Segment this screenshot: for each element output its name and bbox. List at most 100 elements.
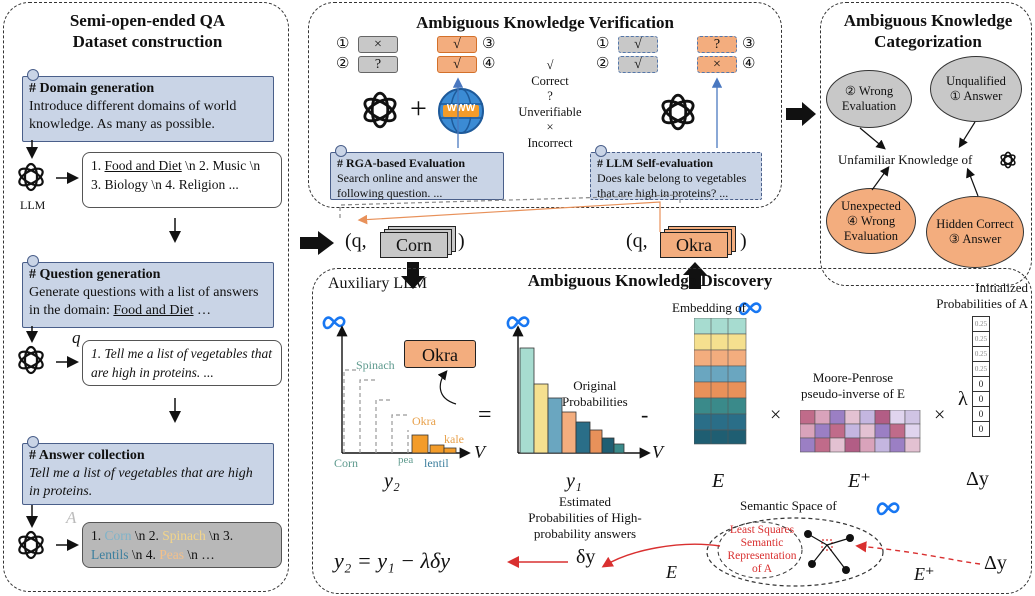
- semantic-space-cloud: [706, 517, 884, 587]
- circled-3: ③: [482, 36, 496, 52]
- ans-p1: 1.: [91, 528, 105, 543]
- discovery-red-arrows: [507, 541, 981, 568]
- categorization-arrows: [859, 121, 979, 197]
- self-status-2: √: [618, 56, 658, 73]
- ans-p4: \n 4.: [128, 547, 160, 562]
- close-paren-okra: ): [740, 230, 747, 252]
- vec-cell: 0.25: [973, 317, 989, 332]
- auxiliary-llm-label: Auxiliary LLM: [328, 275, 428, 292]
- prompt-heading: # RGA-based Evaluation: [337, 156, 466, 170]
- original-probabilities-label: Original Probabilities: [562, 378, 628, 410]
- self-status-4: ×: [697, 56, 737, 73]
- circled-1-right: ①: [596, 36, 610, 52]
- prompt-heading: # Domain generation: [29, 81, 155, 96]
- ans-p5: \n …: [184, 547, 215, 562]
- prompt-text: Generate questions with a list of answer…: [29, 285, 259, 318]
- node-line: Evaluation: [841, 99, 897, 113]
- circled-4: ④: [482, 56, 496, 72]
- vec-cell: 0: [973, 392, 989, 407]
- times-1: ×: [770, 404, 782, 426]
- panel-title-verification: Ambiguous Knowledge Verification: [416, 13, 674, 32]
- rga-evaluation-prompt: # RGA-based Evaluation Search online and…: [330, 145, 504, 200]
- okra-card-stack: Okra: [660, 226, 738, 258]
- embedding-matrix-E: [694, 318, 747, 445]
- self-evaluation-prompt: # LLM Self-evaluation Does kale belong t…: [590, 145, 762, 200]
- openai-logo-icon: [1000, 151, 1016, 169]
- label-line: probability answers: [533, 526, 637, 541]
- node-line: Hidden Correct: [936, 217, 1014, 231]
- node-line: Evaluation: [843, 228, 899, 243]
- ans-spinach: Spinach: [162, 528, 206, 543]
- semantic-space-label: Semantic Space of: [740, 498, 837, 514]
- self-status-3: ?: [697, 36, 737, 53]
- legend-check: √: [546, 58, 554, 72]
- prompt-heading: # Question generation: [29, 267, 161, 282]
- least-squares-label: Least Squares Semantic Representation of…: [718, 524, 806, 576]
- prompt-text: Search online and answer the following q…: [337, 171, 478, 200]
- answer-output: 1. Corn \n 2. Spinach \n 3.Lentils \n 4.…: [82, 522, 282, 568]
- ans-peas: Peas: [159, 547, 185, 562]
- vec-cell: 0: [973, 407, 989, 422]
- final-equation: y₂ = y₁ − λδy: [334, 548, 451, 573]
- domain-link: Food and Diet: [113, 303, 194, 318]
- status-correct-4: √: [437, 56, 477, 73]
- output-rest: \n 2. Music \n 3. Biology \n 4. Religion…: [91, 158, 261, 192]
- corn-card: Corn: [380, 232, 448, 258]
- delta-y-vector: 0.25 0.25 0.25 0.25 0 0 0 0: [972, 316, 990, 437]
- label-pea: pea: [398, 454, 414, 466]
- title-line-2: Categorization: [874, 32, 982, 51]
- question-generation-prompt: # Question generation Generate questions…: [22, 255, 274, 328]
- vec-cell: 0: [973, 377, 989, 392]
- answer-collection-prompt: # Answer collection Tell me a list of ve…: [22, 436, 274, 505]
- left-panel-arrows: [26, 140, 181, 551]
- circled-3-right: ③: [742, 36, 756, 52]
- categorization-panel: [820, 2, 1032, 286]
- close-paren-corn: ): [458, 230, 465, 252]
- label-line: Semantic: [740, 537, 784, 549]
- q-open-okra: (q,: [626, 230, 648, 252]
- circled-1: ①: [336, 36, 350, 52]
- lambda-label: λ: [958, 388, 968, 410]
- legend: √ Correct ? Unverifiable × Incorrect: [510, 58, 590, 151]
- self-status-1: √: [618, 36, 658, 53]
- prompt-text: Introduce different domains of world kno…: [29, 99, 237, 132]
- node-line: ④ Wrong: [846, 213, 896, 228]
- center-text: Unfamiliar Knowledge of: [838, 152, 973, 167]
- moore-penrose-label: Moore-Penrose pseudo-inverse of E: [788, 370, 918, 402]
- www-label: WWW: [446, 103, 476, 114]
- legend-correct: Correct: [531, 73, 569, 88]
- circled-2: ②: [336, 56, 350, 72]
- y2-label: y₂: [384, 470, 400, 492]
- delta-y-label: Δy: [966, 468, 989, 490]
- unfamiliar-knowledge-label: Unfamiliar Knowledge of: [838, 152, 972, 168]
- label-line: Probabilities: [562, 394, 628, 409]
- label-line: Estimated: [559, 494, 611, 509]
- panel-title-discovery: Ambiguous Knowledge Discovery: [527, 271, 773, 290]
- status-unverifiable-2: ?: [358, 56, 398, 73]
- to-categorization-arrow: [786, 102, 816, 126]
- ans-lentils: Lentils: [91, 547, 129, 562]
- embedding-label: Embedding of: [672, 300, 746, 316]
- meta-logo-icon: [322, 316, 346, 330]
- status-incorrect-1: ×: [358, 36, 398, 53]
- ans-corn: Corn: [104, 528, 132, 543]
- delta-y-small-label: δy: [576, 546, 596, 568]
- openai-logo-icon: [18, 530, 44, 560]
- delta-y-bottom-label: Δy: [984, 552, 1007, 574]
- okra-curve-arrow: [437, 370, 457, 405]
- q-open-corn: (q,: [345, 230, 367, 252]
- prompt-heading: # LLM Self-evaluation: [597, 156, 713, 170]
- to-corn-arrow: [300, 231, 334, 255]
- status-correct-3: √: [437, 36, 477, 53]
- Eplus-bottom-label: E⁺: [914, 564, 935, 584]
- llm-label: LLM: [20, 198, 46, 212]
- openai-logo-icon: [18, 162, 44, 192]
- label-line: Probabilities of A: [936, 296, 1028, 311]
- legend-question: ?: [547, 89, 553, 103]
- label-lentil: lentil: [424, 456, 449, 470]
- panel-title-dataset: Semi-open-ended QA Dataset construction: [20, 10, 275, 52]
